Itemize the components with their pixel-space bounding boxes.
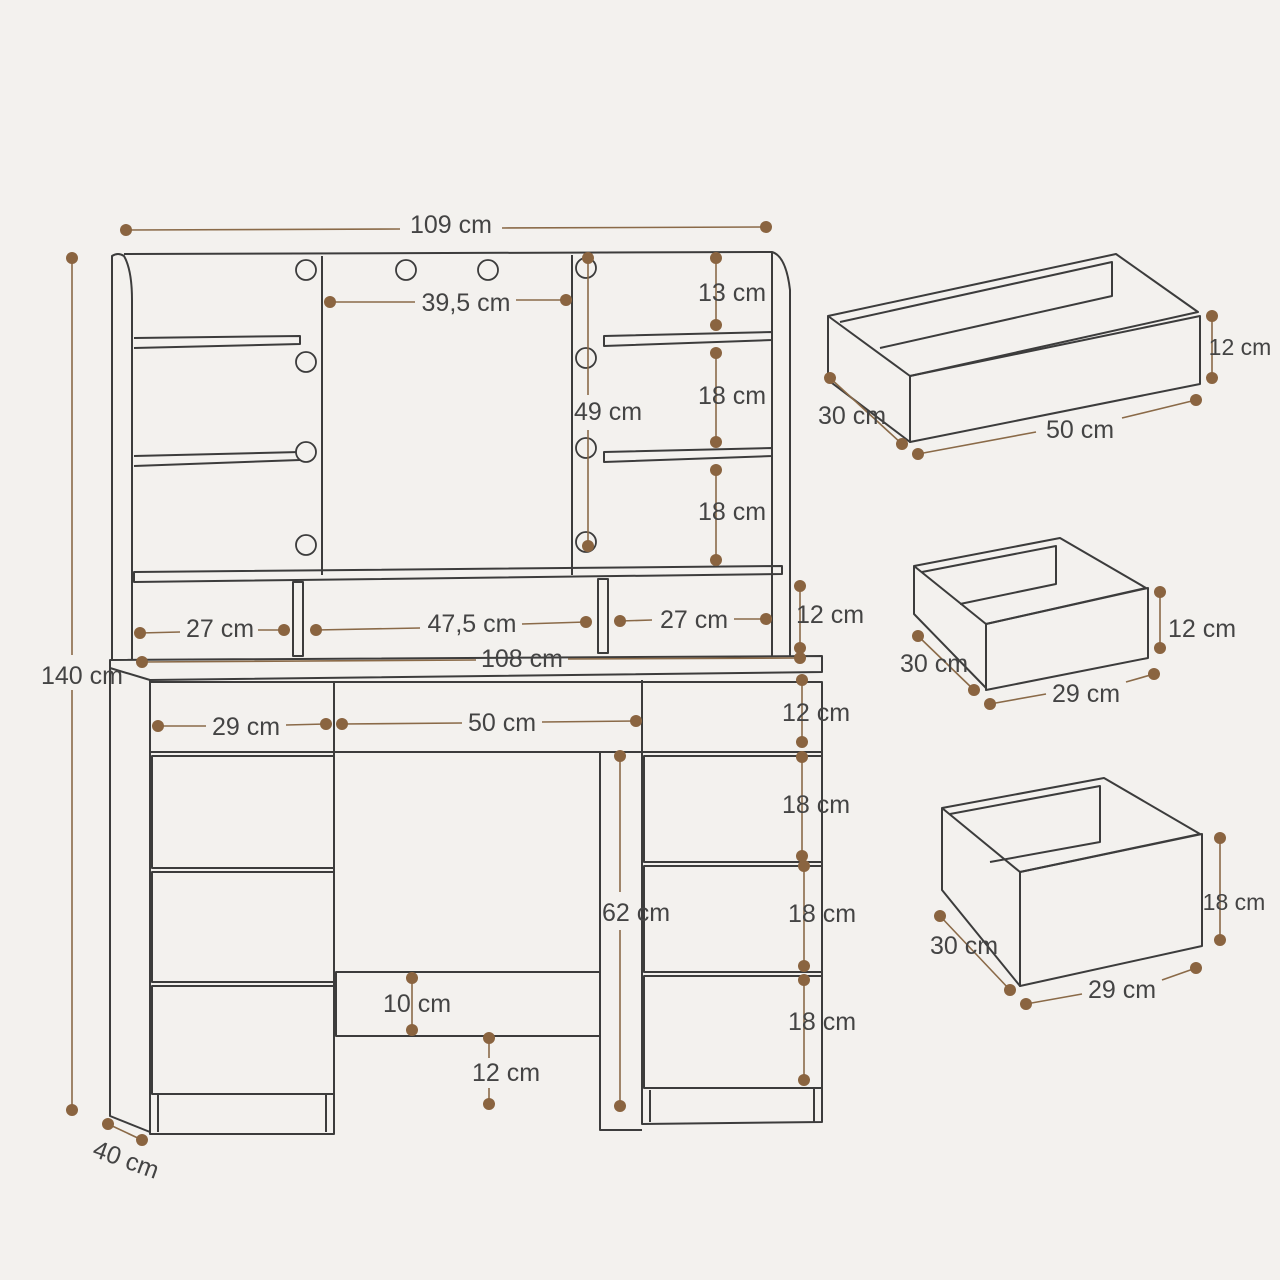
drawer-small-1-front (985, 587, 1149, 691)
desk-left-side (109, 668, 151, 1133)
label-mirror-width: 39,5 cm (422, 289, 511, 317)
left-shelf-2 (133, 451, 301, 467)
drawer-large-top (827, 253, 1199, 377)
hutch-left-side (111, 253, 133, 660)
right-drawer-1 (643, 755, 823, 863)
label-total-height: 140 cm (41, 662, 123, 690)
bulb-icon (295, 534, 317, 556)
left-drawer-3 (151, 985, 335, 1095)
dimension-lines (66, 221, 1226, 1146)
left-drawer-2 (151, 871, 335, 983)
bulb-icon (477, 259, 499, 281)
drawer-large-inner (839, 261, 1113, 349)
niche-divider-left (292, 581, 304, 657)
drawer-large (827, 253, 1201, 443)
drawer-large-front (909, 315, 1201, 443)
left-shelf-1 (133, 335, 301, 349)
hutch (111, 251, 791, 660)
label-shelf-gap-middle: 18 cm (698, 382, 766, 410)
label-mirror-height: 49 cm (574, 398, 642, 426)
label-knee-height: 62 cm (602, 899, 670, 927)
drawer-small-2-front (1019, 833, 1203, 987)
niche-divider-right (597, 578, 609, 654)
label-center-drawer-width: 50 cm (468, 709, 536, 737)
right-shelf-1 (603, 331, 773, 347)
hutch-top-edge (123, 251, 773, 255)
label-desk-width: 108 cm (481, 645, 563, 673)
label-center-niche: 47,5 cm (428, 610, 517, 638)
label-drawer-height-3: 18 cm (788, 1008, 856, 1036)
label-drawer-small-1-width: 29 cm (1052, 680, 1120, 708)
left-pedestal (149, 681, 335, 1135)
drawer-small-1-inner (921, 545, 1057, 605)
desk-top (109, 655, 823, 681)
label-drawer-height-2: 18 cm (788, 900, 856, 928)
back-panel (335, 971, 601, 1037)
label-floor-clearance: 12 cm (472, 1059, 540, 1087)
bulb-icon (295, 259, 317, 281)
left-drawer-1 (151, 755, 335, 869)
right-pedestal (599, 751, 823, 1131)
bulb-icon (295, 351, 317, 373)
drawer-small-1 (913, 537, 1149, 691)
right-drawer-2 (643, 865, 823, 973)
label-left-niche: 27 cm (186, 615, 254, 643)
label-drawer-small-2-depth: 30 cm (930, 932, 998, 960)
label-small-drawer-width: 29 cm (212, 713, 280, 741)
right-shelf-2 (603, 447, 773, 463)
right-drawer-3 (643, 975, 823, 1089)
bulb-icon (395, 259, 417, 281)
label-right-niche: 27 cm (660, 606, 728, 634)
label-drawer-small-1-height: 12 cm (1168, 615, 1236, 643)
label-shelf-gap-top: 13 cm (698, 279, 766, 307)
drawer-small-2 (941, 777, 1203, 987)
bulb-icon (295, 441, 317, 463)
bulb-icon (575, 437, 597, 459)
dimension-labels: 109 cm 140 cm 40 cm 39,5 cm 49 cm 13 cm … (41, 211, 1271, 1185)
label-niche-height: 12 cm (796, 601, 864, 629)
label-drawer-large-height: 12 cm (1209, 334, 1272, 360)
label-top-drawer-height: 12 cm (782, 699, 850, 727)
label-drawer-small-1-depth: 30 cm (900, 650, 968, 678)
drawer-small-2-inner (949, 785, 1101, 863)
hutch-bottom-board (133, 565, 783, 583)
label-shelf-gap-lower: 18 cm (698, 498, 766, 526)
label-drawer-small-2-width: 29 cm (1088, 976, 1156, 1004)
label-drawer-small-2-height: 18 cm (1203, 889, 1266, 915)
label-drawer-large-depth: 30 cm (818, 402, 886, 430)
label-drawer-large-width: 50 cm (1046, 416, 1114, 444)
label-depth: 40 cm (89, 1135, 163, 1185)
label-back-panel-height: 10 cm (383, 990, 451, 1018)
desk (109, 655, 823, 1135)
label-drawer-height-1: 18 cm (782, 791, 850, 819)
bulb-icon (575, 347, 597, 369)
top-drawer-row (149, 681, 823, 753)
label-total-width: 109 cm (410, 211, 492, 239)
hutch-right-side (771, 251, 791, 660)
